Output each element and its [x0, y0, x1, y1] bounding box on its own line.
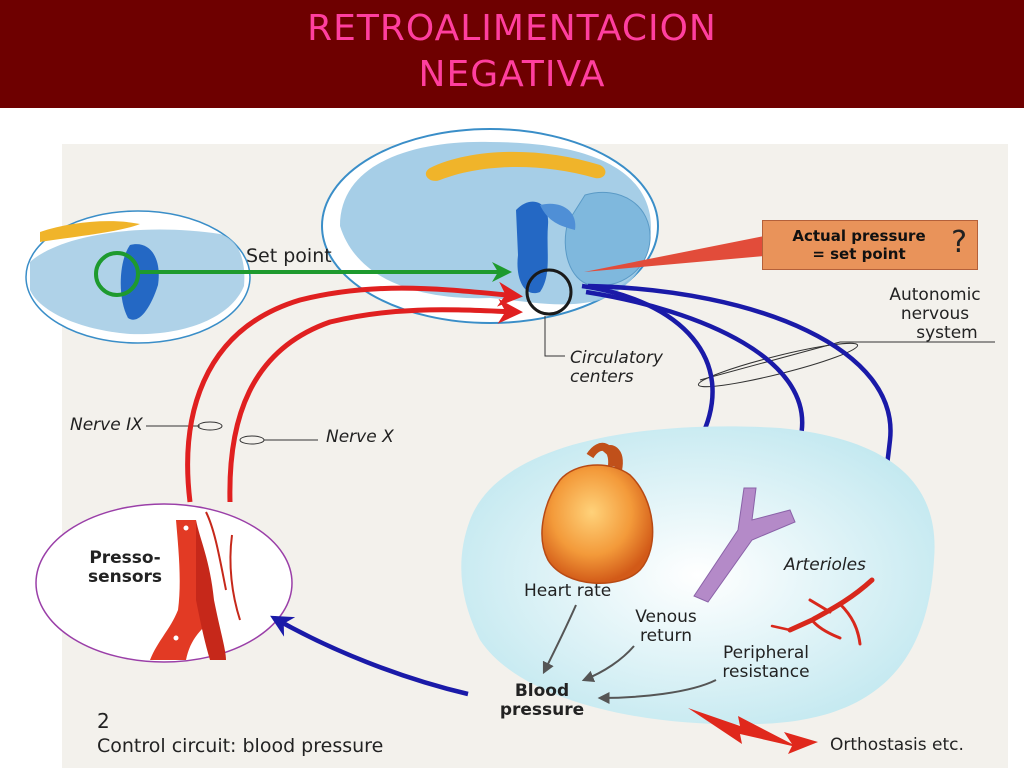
venous-line-1: Venous — [635, 607, 697, 627]
effector-region-background — [461, 426, 935, 725]
orthostasis-label: Orthostasis etc. — [830, 735, 964, 755]
circulatory-center-marker — [525, 268, 573, 316]
actual-pressure-line-2: = set point — [812, 245, 906, 263]
presso-line-2: sensors — [87, 567, 163, 587]
brain-illustration — [321, 128, 659, 324]
orthostasis-lightning-arrow — [688, 708, 818, 754]
title-banner: RETROALIMENTACION NEGATIVA — [0, 0, 1024, 108]
autonomic-nervous-system-label: Autonomic nervous system — [880, 286, 990, 343]
venous-return-label: Venous return — [624, 608, 708, 646]
actual-pressure-line-1: Actual pressure — [792, 227, 926, 245]
actual-pressure-text: Actual pressure = set point — [771, 227, 947, 263]
figure-caption: Control circuit: blood pressure — [97, 735, 384, 757]
peripheral-line-1: Peripheral — [723, 643, 809, 663]
set-point-label: Set point — [246, 245, 332, 267]
figure-number: 2 — [97, 709, 110, 733]
autonomic-line-2: nervous — [900, 304, 970, 324]
slide-title-line-1: RETROALIMENTACION — [307, 8, 717, 49]
vein-illustration — [693, 487, 796, 603]
autonomic-line-3: system — [916, 323, 978, 343]
nerve-x-marker — [239, 435, 265, 445]
slide-title-line-2: NEGATIVA — [418, 54, 606, 95]
callout-pointer — [584, 236, 764, 272]
venous-line-2: return — [640, 626, 692, 646]
feedback-arrow-to-sensors — [270, 615, 469, 697]
peripheral-line-2: resistance — [722, 662, 810, 682]
autonomic-line-1: Autonomic — [889, 285, 981, 305]
presso-line-1: Presso- — [89, 548, 161, 568]
peripheral-resistance-label: Peripheral resistance — [712, 644, 820, 682]
arterioles-label: Arterioles — [784, 555, 866, 575]
pressosensors-illustration — [35, 503, 293, 663]
pressosensors-label: Presso- sensors — [82, 549, 168, 587]
actual-pressure-callout: Actual pressure = set point ? — [762, 220, 978, 270]
resistance-effect-arrow — [597, 679, 717, 704]
arterioles-illustration — [770, 577, 875, 646]
autonomic-leader-line — [699, 341, 995, 381]
nerve-ix-marker — [197, 421, 223, 431]
venous-return-effect-arrow — [581, 645, 635, 683]
small-brain-illustration — [25, 210, 251, 344]
blood-line-1: Blood — [514, 681, 570, 701]
circulatory-leader-line — [544, 316, 565, 357]
blood-pressure-label: Blood pressure — [490, 682, 594, 720]
circulatory-line-1: Circulatory — [570, 348, 663, 368]
heart-rate-effect-arrow — [542, 604, 577, 675]
afferent-arrow-nerve-x — [227, 298, 523, 503]
heart-illustration — [541, 442, 654, 585]
afferent-arrow-nerve-ix — [185, 281, 523, 503]
nerve-x-label: Nerve X — [326, 427, 394, 447]
nerve-ix-label: Nerve IX — [70, 415, 143, 435]
question-mark: ? — [951, 225, 967, 260]
heart-rate-label: Heart rate — [524, 581, 612, 601]
circulatory-line-2: centers — [570, 367, 634, 387]
blood-line-2: pressure — [499, 700, 585, 720]
circulatory-centers-label: Circulatory centers — [570, 349, 663, 387]
